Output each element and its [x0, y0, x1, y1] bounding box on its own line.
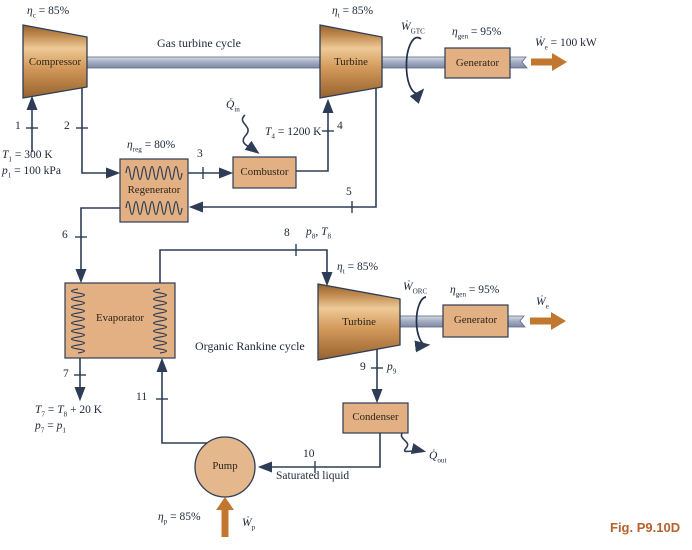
- eta-gtc-turbine-label: ηt = 85%: [332, 5, 374, 20]
- eta-orc-turbine-label: ηt = 85%: [337, 261, 379, 276]
- w-e-orc-label: Ẇe: [536, 296, 549, 311]
- state-8-label: 8: [284, 227, 290, 239]
- gtc-generator-label: Generator: [455, 57, 500, 69]
- state-3-label: 3: [197, 148, 203, 160]
- combustor-label: Combustor: [240, 166, 289, 178]
- state-11-label: 11: [136, 391, 148, 403]
- flow-line-2-compressor-to-regenerator: [81, 88, 121, 179]
- state-9-label: 9: [360, 361, 366, 373]
- regenerator-coils-icon: [125, 165, 183, 216]
- eta-gtc-generator-label: ηgen = 95%: [452, 26, 502, 41]
- eta-compressor-label: ηc = 85%: [27, 5, 70, 20]
- orc-generator-shape: [442, 304, 509, 338]
- gtc-rotation-arrow-icon: [405, 36, 425, 104]
- q-out-label: Q̇out: [429, 450, 447, 465]
- gtc-turbine-label: Turbine: [334, 56, 368, 68]
- w-p-label: Ẇp: [242, 517, 256, 532]
- flow-line-6-regenerator-to-evaporator: [75, 207, 120, 284]
- regenerator-label: Regenerator: [127, 184, 181, 196]
- orc-turbine-shape: [317, 283, 401, 361]
- p1-label: p1 = 100 kPa: [2, 165, 61, 180]
- organic-rankine-cycle-label: Organic Rankine cycle: [195, 339, 305, 353]
- gtc-turbine-shape: [319, 24, 383, 99]
- q-in-squiggle-arrow-icon: [241, 114, 260, 154]
- compressor-shape: [22, 24, 88, 99]
- gtc-electric-work-arrow-icon: [531, 53, 567, 71]
- compressor-label: Compressor: [28, 56, 82, 68]
- state-ticks: [26, 127, 383, 473]
- orc-generator-label: Generator: [453, 314, 498, 326]
- pump-label: Pump: [212, 460, 238, 472]
- gtc-generator-shape: [444, 47, 511, 79]
- saturated-liquid-label: Saturated liquid: [276, 470, 350, 482]
- t4-label: T4 = 1200 K: [265, 126, 322, 141]
- state-5-label: 5: [346, 186, 352, 198]
- condenser-label: Condenser: [352, 411, 399, 423]
- w-orc-label: ẆORC: [403, 281, 428, 296]
- figure-caption: Fig. P9.10D: [610, 520, 681, 535]
- pump-work-arrow-icon: [216, 497, 234, 537]
- t7-label: T7 = T8 + 20 K: [35, 404, 103, 419]
- gas-turbine-cycle-label: Gas turbine cycle: [157, 36, 241, 50]
- orc-shaft-break: [507, 315, 526, 328]
- eta-pump-label: ηp = 85%: [158, 511, 201, 526]
- flow-line-10-condenser-to-pump: [257, 433, 381, 473]
- evaporator-label: Evaporator: [96, 312, 144, 324]
- state-7-label: 7: [63, 368, 69, 380]
- regenerator-shape: [119, 158, 189, 223]
- p7-label: p7 = p1: [35, 420, 66, 435]
- t1-label: T1 = 300 K: [2, 149, 53, 164]
- gtc-shaft-break: [509, 56, 528, 69]
- eta-orc-generator-label: ηgen = 95%: [450, 284, 500, 299]
- condenser-shape: [342, 402, 409, 434]
- evaporator-coils-icon: [70, 288, 168, 354]
- state-6-label: 6: [62, 229, 68, 241]
- state-1-label: 1: [15, 120, 21, 132]
- flow-line-8-evaporator-to-orc-turbine: [159, 249, 333, 287]
- q-out-squiggle-arrow-icon: [400, 430, 427, 455]
- combustor-shape: [232, 156, 297, 189]
- state-10-label: 10: [303, 448, 315, 460]
- eta-regenerator-label: ηreg = 80%: [127, 139, 176, 154]
- flow-line-4-combustor-to-turbine: [296, 98, 334, 172]
- w-e-gtc-label: Ẇe = 100 kW: [535, 37, 597, 52]
- state-4-label: 4: [337, 120, 343, 132]
- orc-electric-work-arrow-icon: [530, 312, 566, 330]
- flow-line-11-pump-to-evaporator: [156, 357, 207, 444]
- w-gtc-label: ẆGTC: [401, 21, 425, 36]
- state-2-label: 2: [64, 120, 70, 132]
- orc-turbine-label: Turbine: [342, 316, 376, 328]
- q-in-label: Q̇in: [226, 99, 240, 114]
- orc-rotation-arrow-icon: [414, 296, 431, 353]
- flow-line-5-turbine-to-regenerator: [188, 87, 377, 213]
- p9-label: p9: [387, 361, 397, 376]
- p8-t8-label: p8, T8: [306, 226, 332, 241]
